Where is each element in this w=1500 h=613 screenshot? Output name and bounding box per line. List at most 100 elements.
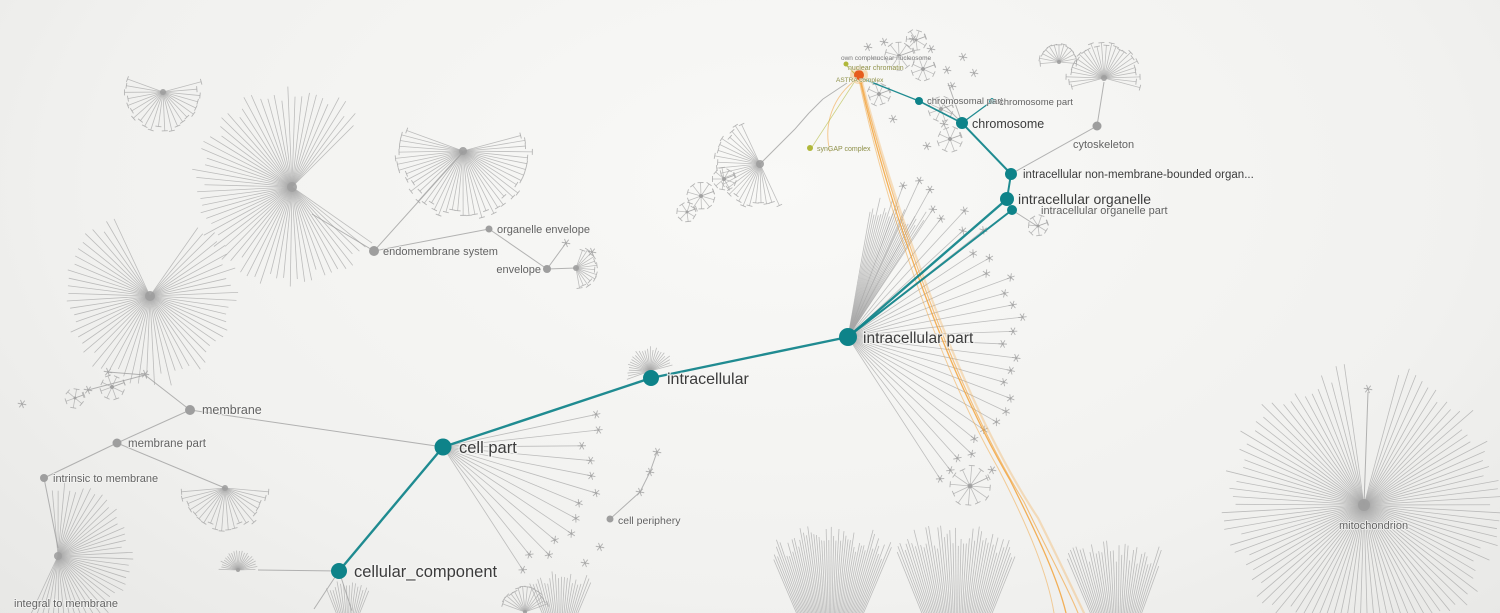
collapsed-cluster[interactable] [99,374,126,401]
cluster-core[interactable] [73,396,77,400]
cluster-core[interactable] [948,137,952,141]
node-circle[interactable] [843,61,849,67]
cluster-core[interactable] [967,483,973,489]
cluster-core[interactable] [523,610,527,613]
collapsed-cluster[interactable] [884,41,916,72]
node-intracellular-part[interactable] [839,328,857,346]
cluster-core[interactable] [110,385,114,389]
collapsed-cluster[interactable] [1027,214,1049,237]
node-intrinsic-to-membrane[interactable] [40,474,48,482]
collapsed-cluster[interactable] [501,585,550,613]
cluster-core[interactable] [287,182,297,192]
node-chromosome[interactable] [956,117,968,129]
collapsed-cluster[interactable] [192,86,373,287]
node-membrane-part[interactable] [112,438,122,448]
collapsed-cluster[interactable] [773,526,892,613]
highlighted-term-node[interactable] [843,61,849,67]
collapsed-node-star[interactable] [635,487,645,497]
collapsed-cluster[interactable] [905,29,928,51]
collapsed-cluster[interactable] [927,95,954,123]
collapsed-cluster[interactable] [124,76,203,132]
cluster-core[interactable] [145,291,155,301]
node-organelle-envelope[interactable] [485,225,493,233]
node-circle[interactable] [369,246,379,256]
collapsed-node-star[interactable] [863,42,873,52]
collapsed-cluster[interactable] [29,482,134,613]
collapsed-node-star[interactable] [888,114,898,124]
cluster-core[interactable] [160,89,166,95]
node-circle[interactable] [485,225,493,233]
collapsed-node-star[interactable] [879,37,889,47]
node-chromosome-part[interactable] [989,98,995,104]
collapsed-node-star[interactable] [947,81,957,91]
node-syngap-complex[interactable] [807,145,813,151]
collapsed-cluster[interactable] [218,550,258,572]
collapsed-node-star[interactable] [140,369,150,379]
node-chromosomal-part[interactable] [915,97,923,105]
collapsed-node-star[interactable] [926,44,936,54]
collapsed-cluster[interactable] [713,122,783,208]
node-circle[interactable] [543,265,551,273]
node-circle[interactable] [112,438,122,448]
node-circle[interactable] [956,117,968,129]
collapsed-node-star[interactable] [580,558,590,568]
collapsed-node-star[interactable] [83,385,93,395]
cluster-core[interactable] [1101,75,1107,81]
cluster-core[interactable] [921,67,925,71]
collapsed-cluster[interactable] [1065,42,1142,91]
node-intracellular-organelle[interactable] [1000,192,1014,206]
node-endomembrane-system[interactable] [369,246,379,256]
selected-term-node[interactable] [850,66,868,84]
node-circle[interactable] [1000,192,1014,206]
collapsed-node-star[interactable] [595,542,605,552]
collapsed-node-star[interactable] [987,465,997,475]
collapsed-node-star[interactable] [922,141,932,151]
collapsed-node-star[interactable] [939,119,949,129]
cluster-core[interactable] [877,92,881,96]
node-cell-part[interactable] [434,438,452,456]
collapsed-node-star[interactable] [17,399,27,409]
node-cellular-component[interactable] [331,563,347,579]
node-circle[interactable] [989,98,995,104]
collapsed-node-star[interactable] [908,34,918,44]
cluster-core[interactable] [722,177,726,181]
node-circle[interactable] [434,438,452,456]
cluster-core[interactable] [685,210,689,214]
node-circle[interactable] [331,563,347,579]
collapsed-cluster[interactable] [896,525,1016,613]
collapsed-cluster[interactable] [573,247,598,289]
node-intracellular-non-membrane-bounded-organ[interactable] [1005,168,1017,180]
collapsed-node-star[interactable] [942,65,952,75]
collapsed-cluster[interactable] [686,181,716,210]
node-cytoskeleton[interactable] [1092,121,1102,131]
collapsed-node-star[interactable] [103,367,113,377]
node-circle[interactable] [839,328,857,346]
node-circle[interactable] [185,405,195,415]
node-circle[interactable] [807,145,813,151]
collapsed-cluster[interactable] [66,218,239,386]
collapsed-cluster[interactable] [910,56,937,82]
collapsed-cluster[interactable] [712,166,737,191]
cluster-core[interactable] [236,568,240,572]
collapsed-cluster[interactable] [1067,540,1162,613]
node-envelope[interactable] [543,265,551,273]
node-circle[interactable] [643,370,659,386]
collapsed-cluster[interactable] [64,388,86,409]
node-circle[interactable] [606,515,614,523]
collapsed-cluster[interactable] [676,201,698,223]
cluster-core[interactable] [1057,60,1061,64]
collapsed-cluster[interactable] [1038,43,1078,67]
collapsed-node-star[interactable] [652,447,662,457]
collapsed-cluster[interactable] [442,410,603,574]
node-intracellular-organelle-part[interactable] [1007,205,1017,215]
node-circle[interactable] [1005,168,1017,180]
collapsed-node-star[interactable] [969,68,979,78]
collapsed-cluster[interactable] [180,485,270,532]
collapsed-node-star[interactable] [645,467,655,477]
collapsed-cluster[interactable] [1221,364,1500,613]
node-circle[interactable] [915,97,923,105]
cluster-core[interactable] [1036,224,1040,228]
collapsed-cluster[interactable] [936,126,963,153]
